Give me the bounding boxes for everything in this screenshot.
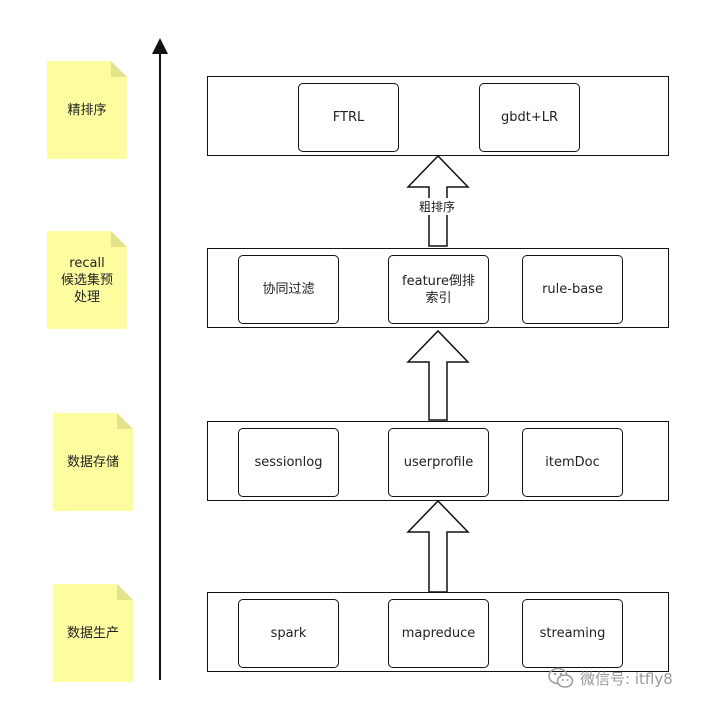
node-label: gbdt+LR	[500, 110, 559, 125]
layer-rank: FTRL gbdt+LR	[207, 76, 669, 156]
node-label: sessionlog	[254, 455, 323, 470]
stage-label: 数据存储	[66, 454, 119, 470]
stage-note-produce: 数据生产	[53, 584, 133, 682]
node-label-line-1: feature倒排	[402, 273, 475, 289]
layer-storage: sessionlog userprofile itemDoc	[207, 421, 669, 501]
stage-label-line-2: 候选集预	[60, 272, 113, 288]
edge-label-coarse-rank: 粗排序	[417, 198, 458, 215]
layer-produce: spark mapreduce streaming	[207, 592, 669, 672]
node-ftrl: FTRL	[298, 83, 399, 152]
node-feature-inverted-index: feature倒排 索引	[388, 255, 489, 324]
node-label: itemDoc	[545, 455, 600, 470]
node-sessionlog: sessionlog	[238, 428, 339, 497]
wechat-icon	[548, 667, 574, 688]
node-spark: spark	[238, 599, 339, 668]
node-gbdt-lr: gbdt+LR	[479, 83, 580, 152]
stage-note-storage: 数据存储	[53, 413, 133, 511]
node-label: spark	[270, 626, 307, 641]
node-label: rule-base	[542, 282, 603, 297]
stage-label: 精排序	[67, 102, 107, 118]
node-label: userprofile	[403, 455, 474, 470]
node-userprofile: userprofile	[388, 428, 489, 497]
node-label: mapreduce	[401, 626, 476, 641]
node-itemdoc: itemDoc	[522, 428, 623, 497]
edge-arrow-storage-recall	[406, 329, 470, 421]
node-mapreduce: mapreduce	[388, 599, 489, 668]
stage-label-line-3: 处理	[73, 289, 100, 305]
edge-arrow-produce-storage	[406, 499, 470, 593]
layer-recall: 协同过滤 feature倒排 索引 rule-base	[207, 248, 669, 328]
node-streaming: streaming	[522, 599, 623, 668]
node-label-line-2: 索引	[425, 290, 452, 306]
watermark: 微信号: itfly8	[548, 667, 673, 689]
node-collaborative-filtering: 协同过滤	[238, 255, 339, 324]
stage-note-recall: recall 候选集预 处理	[47, 231, 127, 329]
stage-label-line-1: recall	[69, 255, 105, 271]
stage-note-rank: 精排序	[47, 61, 127, 159]
watermark-text: 微信号: itfly8	[580, 669, 673, 688]
node-label: streaming	[539, 626, 606, 641]
node-label: 协同过滤	[262, 282, 315, 297]
node-rule-base: rule-base	[522, 255, 623, 324]
stage-label: 数据生产	[66, 625, 119, 641]
node-label: FTRL	[332, 110, 365, 125]
